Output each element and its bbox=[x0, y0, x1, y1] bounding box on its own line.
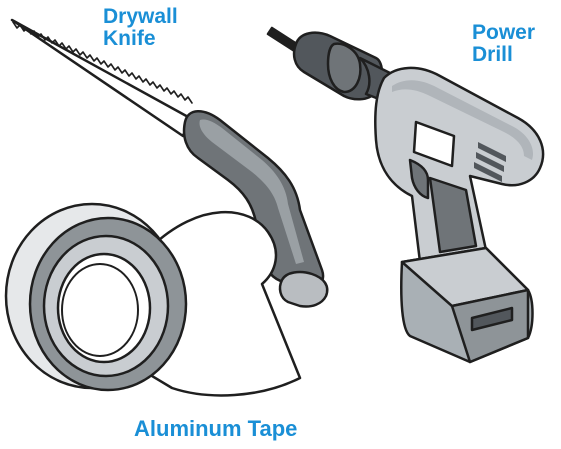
power-drill-label: Power Drill bbox=[472, 22, 535, 66]
drywall-knife bbox=[10, 18, 329, 308]
drywall-knife-label-line2: Knife bbox=[103, 27, 156, 50]
knife-teeth bbox=[12, 21, 193, 104]
power-drill-label-line2: Drill bbox=[472, 43, 513, 66]
drill-label-window bbox=[412, 120, 456, 168]
drill-chuck-ring bbox=[326, 42, 362, 94]
drywall-knife-label-line1: Drywall bbox=[103, 5, 178, 28]
drill-vents bbox=[474, 142, 506, 182]
aluminum-tape bbox=[4, 202, 302, 397]
drill-body bbox=[374, 66, 545, 264]
knife-handle-cap bbox=[278, 270, 329, 308]
drill-body-shade bbox=[392, 80, 534, 160]
knife-handle-highlight bbox=[199, 119, 304, 265]
drywall-knife-label: Drywall Knife bbox=[103, 6, 178, 50]
tape-strip bbox=[140, 210, 302, 397]
drill-battery-latch bbox=[470, 306, 514, 332]
power-drill-label-line1: Power bbox=[472, 21, 536, 44]
tape-roll-core-inner bbox=[61, 263, 139, 357]
aluminum-tape-label: Aluminum Tape bbox=[134, 416, 298, 441]
power-drill bbox=[266, 26, 545, 364]
drill-trigger bbox=[408, 158, 430, 200]
drill-grip bbox=[428, 176, 478, 254]
